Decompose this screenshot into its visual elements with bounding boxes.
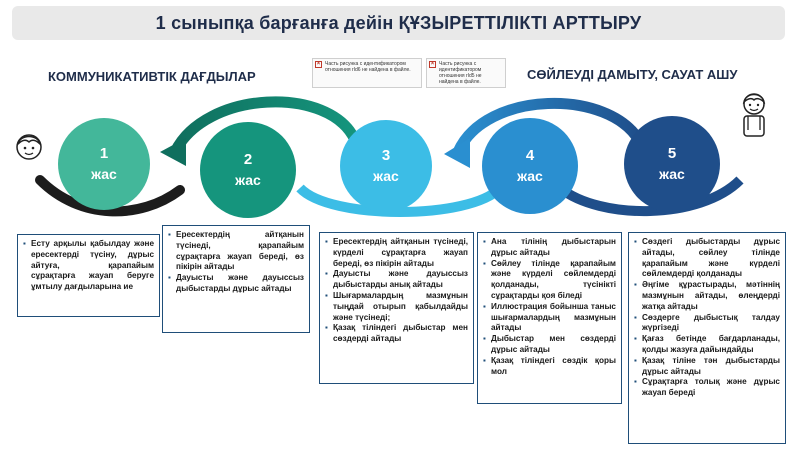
- stage-unit: жас: [91, 166, 117, 182]
- child-face-icon: [16, 134, 42, 160]
- skill-item: Сөздерге дыбыстық талдау жүргізеді: [634, 313, 780, 335]
- skill-item: Шығармалардың мазмұнын тыңдай отырып қаб…: [325, 291, 468, 323]
- stage-3-skills-box: Ересектердің айтқанын түсінеді, күрделі …: [319, 232, 474, 384]
- stage-number: 5: [667, 145, 677, 162]
- skill-item: Әңгіме құрастырады, мәтіннің мазмұнын ай…: [634, 280, 780, 312]
- stage-5-skills-box: Сөздегі дыбыстарды дұрыс айтады, сөйлеу …: [628, 232, 786, 444]
- stage-circle-2: 2 жас: [200, 122, 296, 218]
- stage-number: 2: [243, 151, 253, 168]
- skill-item: Ересектердің айтқанын түсінеді, күрделі …: [325, 237, 468, 269]
- stage-1-skills-box: Есту арқылы қабылдау және ересектерді тү…: [17, 234, 160, 317]
- flow-arc-bottom-2: [296, 184, 504, 217]
- broken-image-placeholder-1: × Часть рисунка с идентификатором отноше…: [312, 58, 422, 88]
- stage-2-skills-box: Ересектердің айтқанын түсінеді, қарапайы…: [162, 225, 310, 333]
- stage-number: 4: [525, 147, 535, 164]
- skill-item: Ересектердің айтқанын түсінеді, қарапайы…: [168, 230, 304, 273]
- skill-item: Ана тілінің дыбыстарын дұрыс айтады: [483, 237, 616, 259]
- broken-image-text: Часть рисунка с идентификатором отношени…: [325, 61, 411, 73]
- flow-arrows: [35, 96, 744, 217]
- flow-arc-top-2: [452, 98, 645, 155]
- page-title: 1 сыныпқа барғанға дейін ҚҰЗЫРЕТТІЛІКТІ …: [155, 12, 642, 33]
- skill-item: Дыбыстар мен сөздерді дұрыс айтады: [483, 334, 616, 356]
- stage-unit: жас: [517, 168, 543, 184]
- skill-item: Қазақ тіліндегі дыбыстар мен сөздерді ай…: [325, 323, 468, 345]
- stage-circle-5: 5 жас: [624, 116, 720, 212]
- stage-number: 1: [99, 145, 109, 162]
- stage-circle-3: 3 жас: [340, 120, 432, 212]
- title-bar: 1 сыныпқа барғанға дейін ҚҰЗЫРЕТТІЛІКТІ …: [12, 6, 785, 40]
- skill-item: Сөздегі дыбыстарды дұрыс айтады, сөйлеу …: [634, 237, 780, 280]
- broken-image-text: Часть рисунка с идентификатором отношени…: [439, 61, 482, 85]
- flow-arrowhead-2: [444, 138, 470, 168]
- stage-unit: жас: [235, 172, 261, 188]
- stage-circle-4: 4 жас: [482, 118, 578, 214]
- flow-arrowhead-1: [160, 138, 186, 166]
- broken-image-icon: ×: [429, 61, 436, 68]
- stage-number: 3: [381, 147, 391, 164]
- flow-arc-bottom-1: [35, 175, 185, 217]
- skill-item: Қазақ тіліне тән дыбыстарды дұрыс айтады: [634, 356, 780, 378]
- schoolchild-icon: [742, 93, 766, 137]
- skill-item: Дауысты және дауыссыз дыбыстарды анық ай…: [325, 269, 468, 291]
- skill-item: Иллюстрация бойынша таныс шығармалардың …: [483, 302, 616, 334]
- subtitle-communicative-skills: КОММУНИКАТИВТІК ДАҒДЫЛАР: [48, 69, 256, 84]
- flow-arc-bottom-3: [556, 176, 744, 217]
- subtitle-speech-literacy: СӨЙЛЕУДІ ДАМЫТУ, САУАТ АШУ: [527, 67, 738, 82]
- stage-unit: жас: [373, 168, 399, 184]
- skill-item: Дауысты және дауыссыз дыбыстарды дұрыс а…: [168, 273, 304, 295]
- skill-item: Сөйлеу тілінде қарапайым және күрделі сө…: [483, 259, 616, 302]
- stage-4-skills-box: Ана тілінің дыбыстарын дұрыс айтады Сөйл…: [477, 232, 622, 404]
- skill-item: Есту арқылы қабылдау және ересектерді тү…: [23, 239, 154, 293]
- stage-unit: жас: [659, 166, 685, 182]
- skill-item: Қазақ тіліндегі сөздік қоры мол: [483, 356, 616, 378]
- skill-item: Қағаз бетінде бағдарланады, қолды жазуға…: [634, 334, 780, 356]
- flow-arc-top-1: [170, 96, 361, 155]
- stage-circle-1: 1 жас: [58, 118, 150, 210]
- broken-image-placeholder-2: × Часть рисунка с идентификатором отноше…: [426, 58, 506, 88]
- broken-image-icon: ×: [315, 61, 322, 68]
- skill-item: Сұрақтарға толық және дұрыс жауап береді: [634, 377, 780, 399]
